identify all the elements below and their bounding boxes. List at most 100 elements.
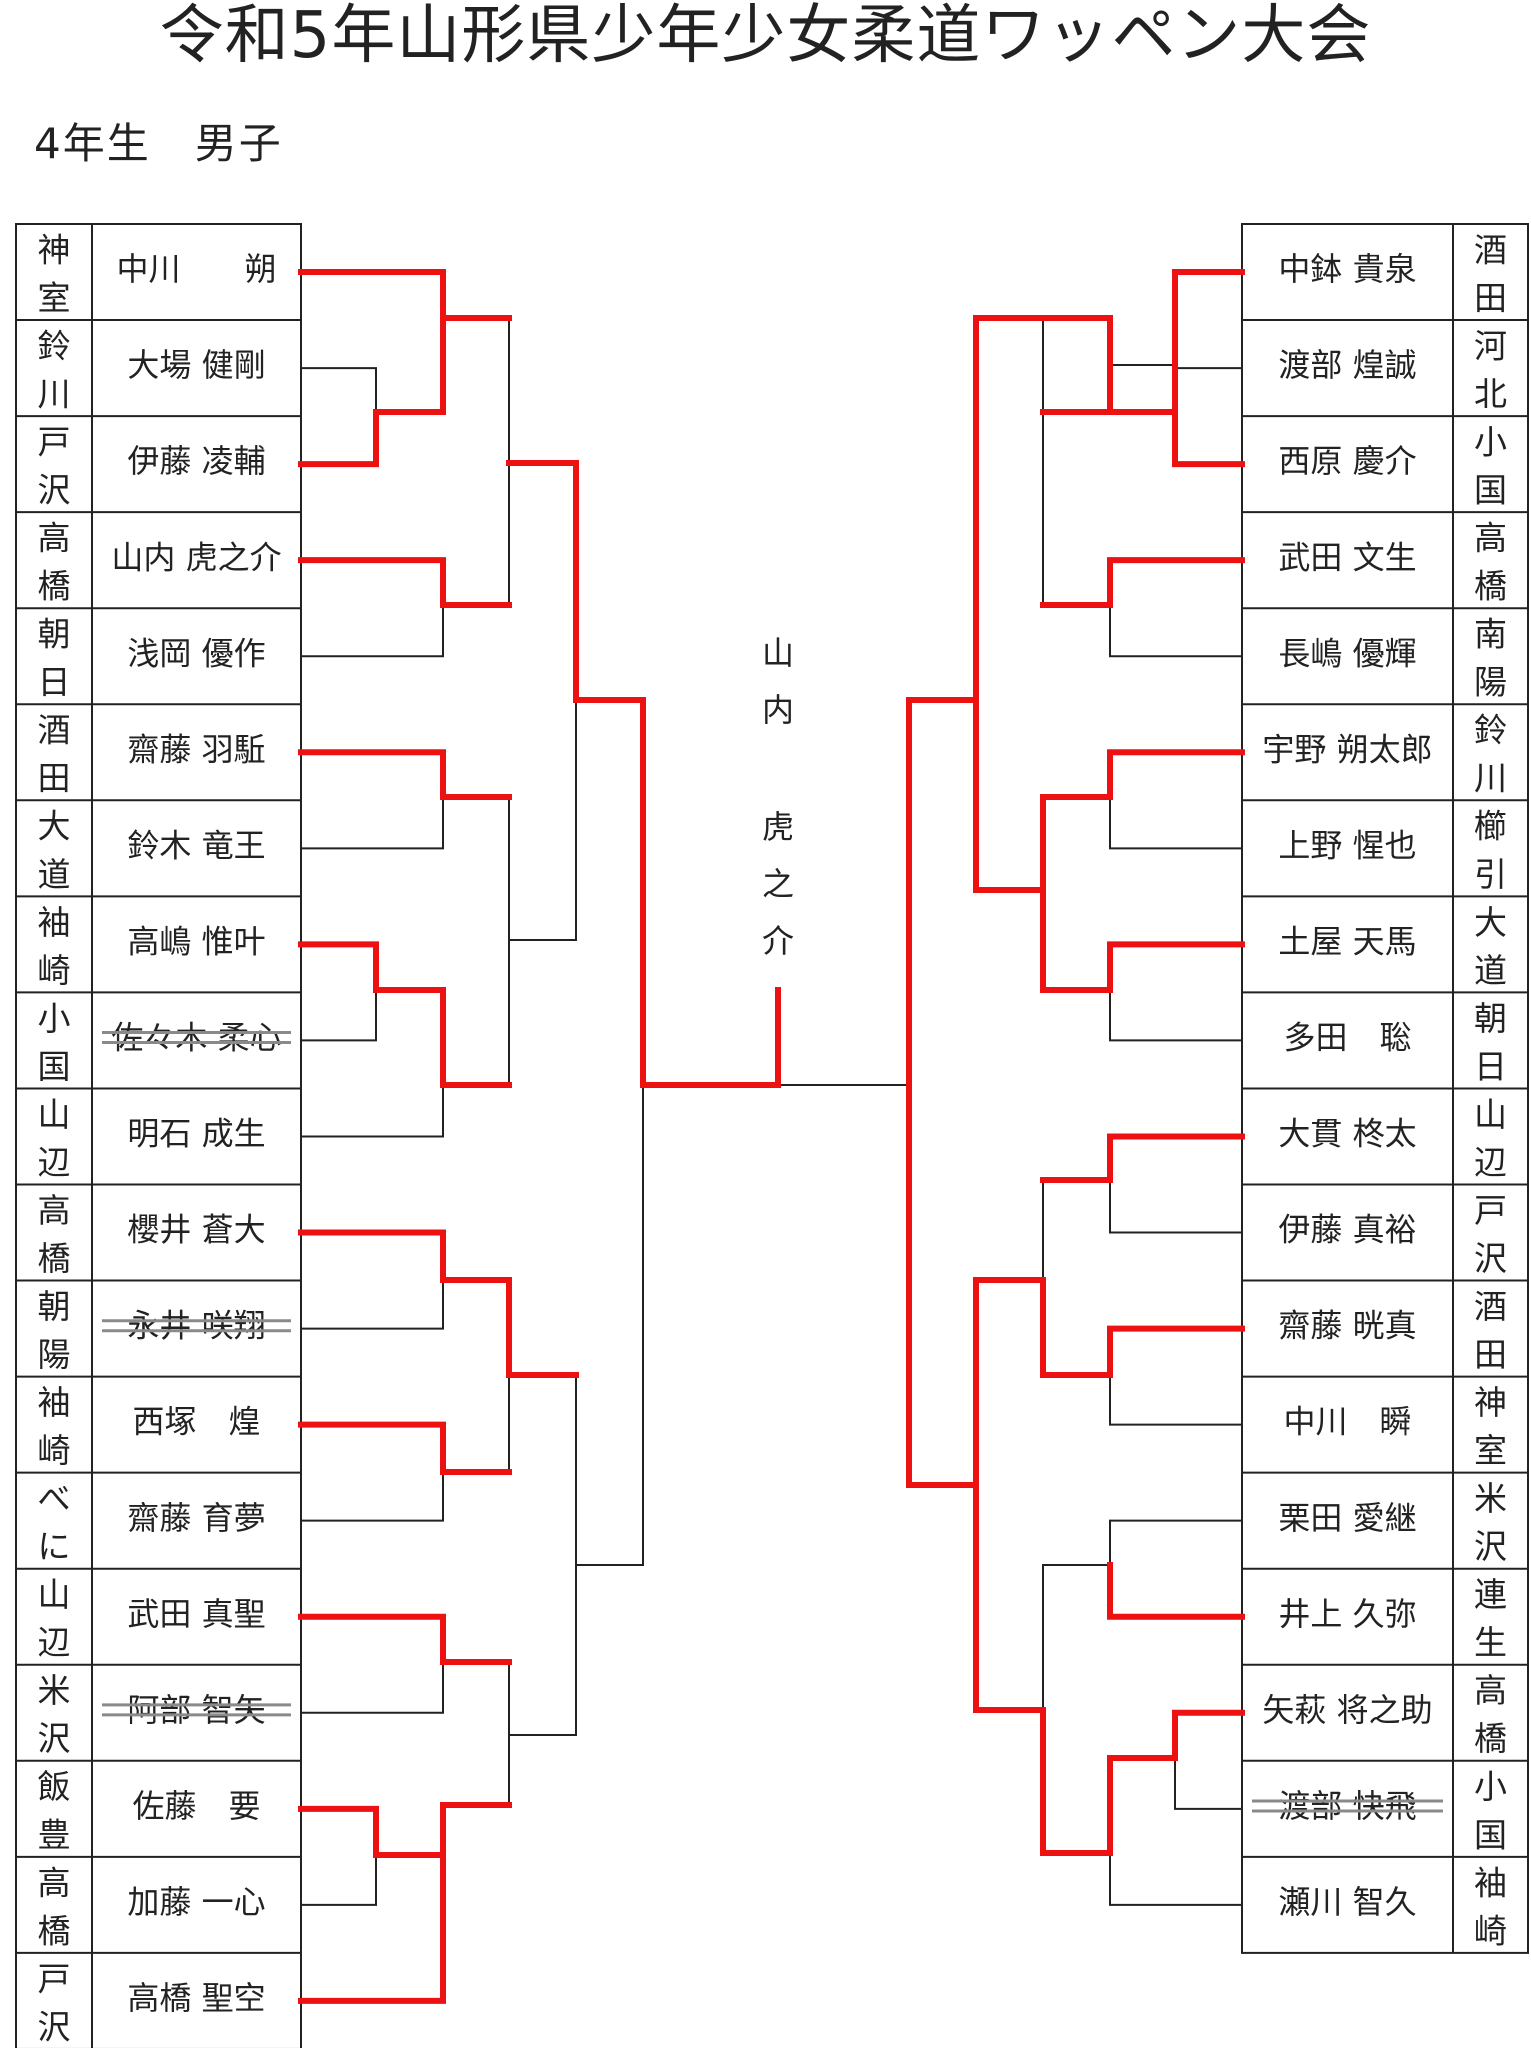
team-char: 崎 (1474, 1911, 1507, 1950)
team-name: 山辺 (1474, 1095, 1507, 1182)
team-char: 国 (38, 1047, 71, 1086)
team-name: 戸沢 (38, 1959, 71, 2046)
bracket-winning-path (298, 269, 1245, 2004)
team-char: 田 (1474, 278, 1507, 317)
competitor-name: 多田 聡 (1283, 1019, 1411, 1057)
team-name: 山辺 (38, 1095, 71, 1182)
bracket-lines (300, 317, 1243, 1906)
winning-line (506, 460, 646, 703)
team-name: 朝陽 (38, 1287, 71, 1374)
team-char: 田 (38, 759, 71, 798)
competitor-name: 西原 慶介 (1278, 442, 1416, 480)
team-char: 田 (1474, 1335, 1507, 1374)
team-char: 戸 (38, 423, 71, 462)
winning-line (440, 987, 512, 1088)
team-char: 酒 (38, 711, 71, 750)
division-label: 4年生 男子 (34, 119, 283, 168)
competitor-name-withdrawn: 永井 咲翔 (127, 1307, 265, 1345)
team-name: 小国 (38, 999, 71, 1086)
team-name: 高橋 (38, 1191, 71, 1278)
team-char: 道 (1474, 951, 1507, 990)
team-char: 豊 (38, 1815, 71, 1854)
winning-line (298, 941, 446, 993)
team-char: 橋 (1474, 567, 1507, 606)
bracket-line (300, 1279, 444, 1330)
bracket-line (1109, 796, 1243, 850)
competitor-name: 武田 真聖 (127, 1595, 265, 1633)
bracket-line (1109, 604, 1243, 658)
team-name: 飯豊 (38, 1767, 71, 1854)
competitor-name: 浅岡 優作 (127, 634, 265, 672)
team-name: 袖崎 (38, 1383, 71, 1470)
competitor-name: 佐藤 要 (132, 1787, 260, 1825)
competitor-name: 加藤 一心 (127, 1883, 265, 1921)
team-char: 陽 (1474, 663, 1507, 702)
team-char: 大 (38, 807, 71, 846)
bracket-line (1109, 1179, 1243, 1234)
team-char: 袖 (1474, 1863, 1507, 1902)
team-char: 鈴 (1474, 711, 1507, 750)
team-name: 袖崎 (38, 903, 71, 990)
team-char: 飯 (38, 1767, 71, 1806)
team-char: 崎 (38, 1431, 71, 1470)
team-char: 戸 (38, 1959, 71, 1998)
team-char: 連 (1474, 1575, 1507, 1614)
team-name: 朝日 (1474, 999, 1507, 1086)
bracket-line (1174, 1757, 1243, 1810)
competitor-name: 高嶋 惟叶 (127, 922, 265, 960)
team-char: 袖 (38, 1383, 71, 1422)
team-char: 朝 (38, 1287, 71, 1326)
competitor-name: 渡部 煌誠 (1278, 346, 1416, 384)
team-name: 高橋 (1474, 519, 1507, 606)
bracket-line (300, 796, 444, 850)
competitor-name: 高橋 聖空 (127, 1979, 265, 2017)
bracket-line (508, 1564, 577, 1736)
team-char: 米 (1474, 1479, 1507, 1518)
winning-line (906, 460, 979, 1088)
team-char: 川 (1474, 759, 1507, 798)
bracket-line (300, 367, 377, 436)
team-name: 河北 (1474, 326, 1507, 413)
competitor-name: 櫻井 蒼大 (127, 1211, 265, 1249)
team-name: 米沢 (1474, 1479, 1507, 1566)
team-name: 大道 (38, 807, 71, 894)
competitor-name: 土屋 天馬 (1278, 922, 1416, 960)
team-name: 神室 (38, 230, 71, 317)
competitor-name: 中川 朔 (116, 250, 276, 288)
winning-line (298, 1852, 446, 2004)
competitor-name: 上野 惺也 (1278, 826, 1416, 864)
team-char: 袖 (38, 903, 71, 942)
team-char: 高 (38, 1863, 71, 1902)
team-name: 小国 (1474, 1767, 1507, 1854)
team-char: 沢 (1474, 1239, 1507, 1278)
team-name: 酒田 (1474, 230, 1507, 317)
competitor-name: 瀬川 智久 (1278, 1883, 1416, 1921)
competitor-name: 中川 瞬 (1283, 1403, 1411, 1441)
bracket-line (508, 699, 577, 941)
winning-line (506, 1277, 579, 1378)
team-char: 櫛 (1474, 807, 1507, 846)
team-char: 神 (38, 230, 71, 269)
bracket-line (300, 1661, 444, 1714)
competitor-name: 井上 久弥 (1278, 1595, 1416, 1633)
team-char: 沢 (38, 1719, 71, 1758)
winning-line (1040, 557, 1245, 608)
team-name: 戸沢 (1474, 1191, 1507, 1278)
team-char: 国 (1474, 1815, 1507, 1854)
winning-line (1107, 1709, 1245, 1761)
team-char: 生 (1474, 1623, 1507, 1662)
team-char: 辺 (38, 1143, 71, 1182)
team-char: 山 (38, 1575, 71, 1614)
competitor-name: 武田 文生 (1278, 538, 1416, 576)
team-char: 山 (1474, 1095, 1507, 1134)
team-char: 沢 (1474, 1527, 1507, 1566)
team-char: に (38, 1527, 71, 1566)
team-char: 沢 (38, 471, 71, 510)
bracket-line (300, 989, 377, 1042)
team-char: 道 (38, 855, 71, 894)
winning-line (1040, 315, 1113, 415)
team-name: 朝日 (38, 615, 71, 702)
winning-line (298, 409, 379, 468)
